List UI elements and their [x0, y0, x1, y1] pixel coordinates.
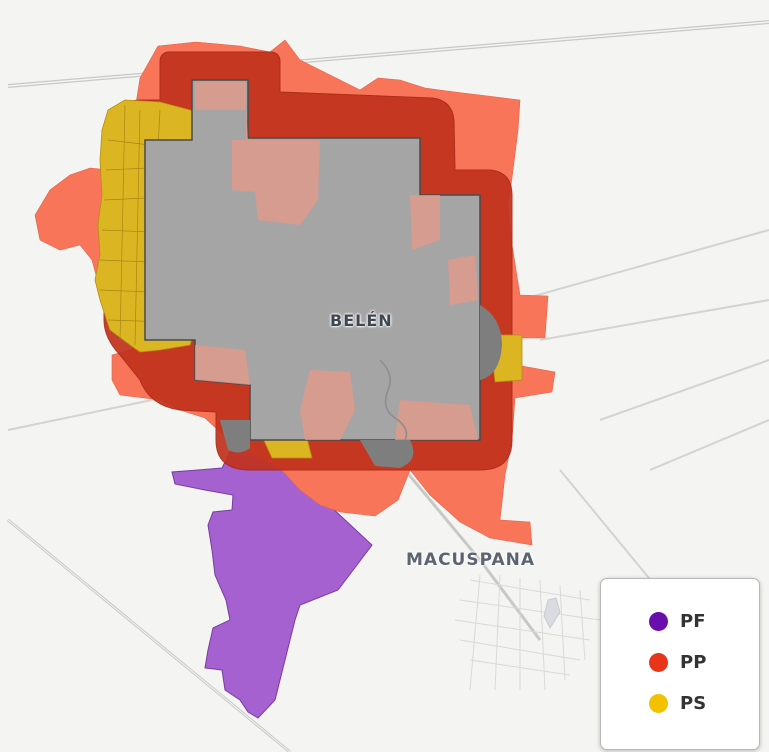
legend-item-ps: PS — [649, 693, 706, 714]
core-dark-patches — [220, 305, 502, 468]
road-network — [7, 20, 769, 752]
place-label-belen: BELÉN — [330, 311, 393, 330]
pf-area — [171, 447, 373, 719]
legend-swatch-pp — [649, 653, 668, 672]
place-label-macuspana: MACUSPANA — [406, 550, 536, 570]
legend-label-ps: PS — [680, 693, 707, 714]
legend-item-pf: PF — [649, 611, 706, 632]
legend-item-pp: PP — [649, 652, 706, 673]
macuspana-streets — [454, 574, 601, 691]
legend-swatch-pf — [649, 612, 668, 631]
legend-label-pp: PP — [680, 652, 707, 673]
legend-swatch-ps — [649, 694, 668, 713]
map-legend: PF PP PS — [600, 578, 760, 750]
river — [379, 359, 408, 441]
core-parcels — [195, 82, 478, 440]
legend-label-pf: PF — [680, 611, 706, 632]
